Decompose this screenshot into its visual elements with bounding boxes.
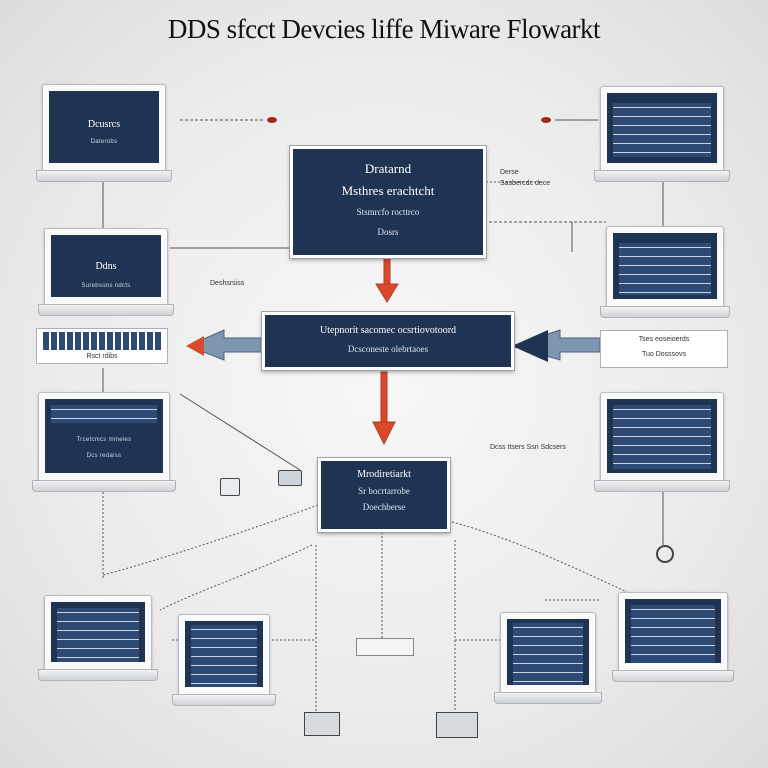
center-top-node: Dratarnd Msthres erachtcht Stsmrcfo roct…: [289, 145, 487, 259]
laptop-bottom-3: [494, 612, 602, 704]
laptop-bottom-4: [612, 592, 734, 682]
node-line-1: Dratarnd: [364, 161, 412, 176]
node-line-1: Mrodiretiarkt: [357, 469, 411, 480]
folder-icon: [436, 712, 478, 738]
node-line-3: Doechberse: [362, 502, 406, 512]
camera-icon: [220, 478, 240, 496]
page-title: DDS sfcct Devcies liffe Miware Flowarkt: [167, 14, 601, 44]
laptop-left-second: Ddns Surebsons ndcts: [38, 228, 174, 316]
laptop-subtitle: Surebsons ndcts: [81, 283, 131, 289]
strip-sublabel: Tuo Dosssovs: [641, 351, 687, 358]
laptop-bottom-1: [38, 595, 158, 681]
laptop-title: Trcetcmcs mmeles: [76, 437, 132, 443]
folder-icon: [304, 712, 340, 736]
laptop-subtitle: Daterobs: [90, 139, 118, 145]
node-line-2: Sr bocrtarrobe: [358, 486, 410, 496]
laptop-left-third: Trcetcmcs mmeles Dcs redaiss: [32, 392, 176, 492]
usb-plug-icon: [278, 470, 302, 486]
device-strip-right: Tses eoseioerds Tuo Dosssovs: [600, 330, 728, 368]
top-right-note-1: Derse: [500, 169, 519, 176]
node-line-3: Stsmrcfo rocttrco: [356, 207, 420, 217]
device-strip-left: Rsct rdibs: [36, 328, 168, 364]
node-line-1: Utepnorit sacomec ocsrtiovotoord: [319, 325, 457, 336]
center-mid-node: Utepnorit sacomec ocsrtiovotoord Dcscone…: [261, 311, 515, 371]
laptop-bottom-2: [172, 614, 276, 706]
left-mid-note: Deshsrsiss: [210, 280, 245, 287]
node-line-2: Msthres erachtcht: [341, 183, 435, 198]
right-mid-note: Dcss ttsers Ssn Sdcsers: [490, 444, 566, 451]
center-bottom-node: Mrodiretiarkt Sr bocrtarrobe Doechberse: [317, 457, 451, 533]
laptop-title: Ddns: [95, 261, 117, 272]
small-device-icon: [356, 638, 414, 656]
laptop-left-top: Dcusrcs Daterobs: [36, 84, 172, 182]
node-line-4: Dosrs: [377, 227, 399, 237]
laptop-title: Dcusrcs: [87, 119, 121, 130]
strip-label: Tses eoseioerds: [638, 336, 690, 343]
bug-icon: [267, 117, 551, 123]
laptop-right-second: [600, 226, 730, 318]
laptop-subtitle: Dcs redaiss: [86, 453, 122, 459]
headset-icon: [656, 545, 674, 563]
strip-label: Rsct rdibs: [86, 353, 118, 360]
laptop-right-top: [594, 86, 730, 182]
laptop-right-third: [594, 392, 730, 492]
node-line-2: Dcsconeste olebrtaoes: [347, 344, 429, 354]
top-right-note-2: Sasbercdc dece: [500, 180, 551, 187]
